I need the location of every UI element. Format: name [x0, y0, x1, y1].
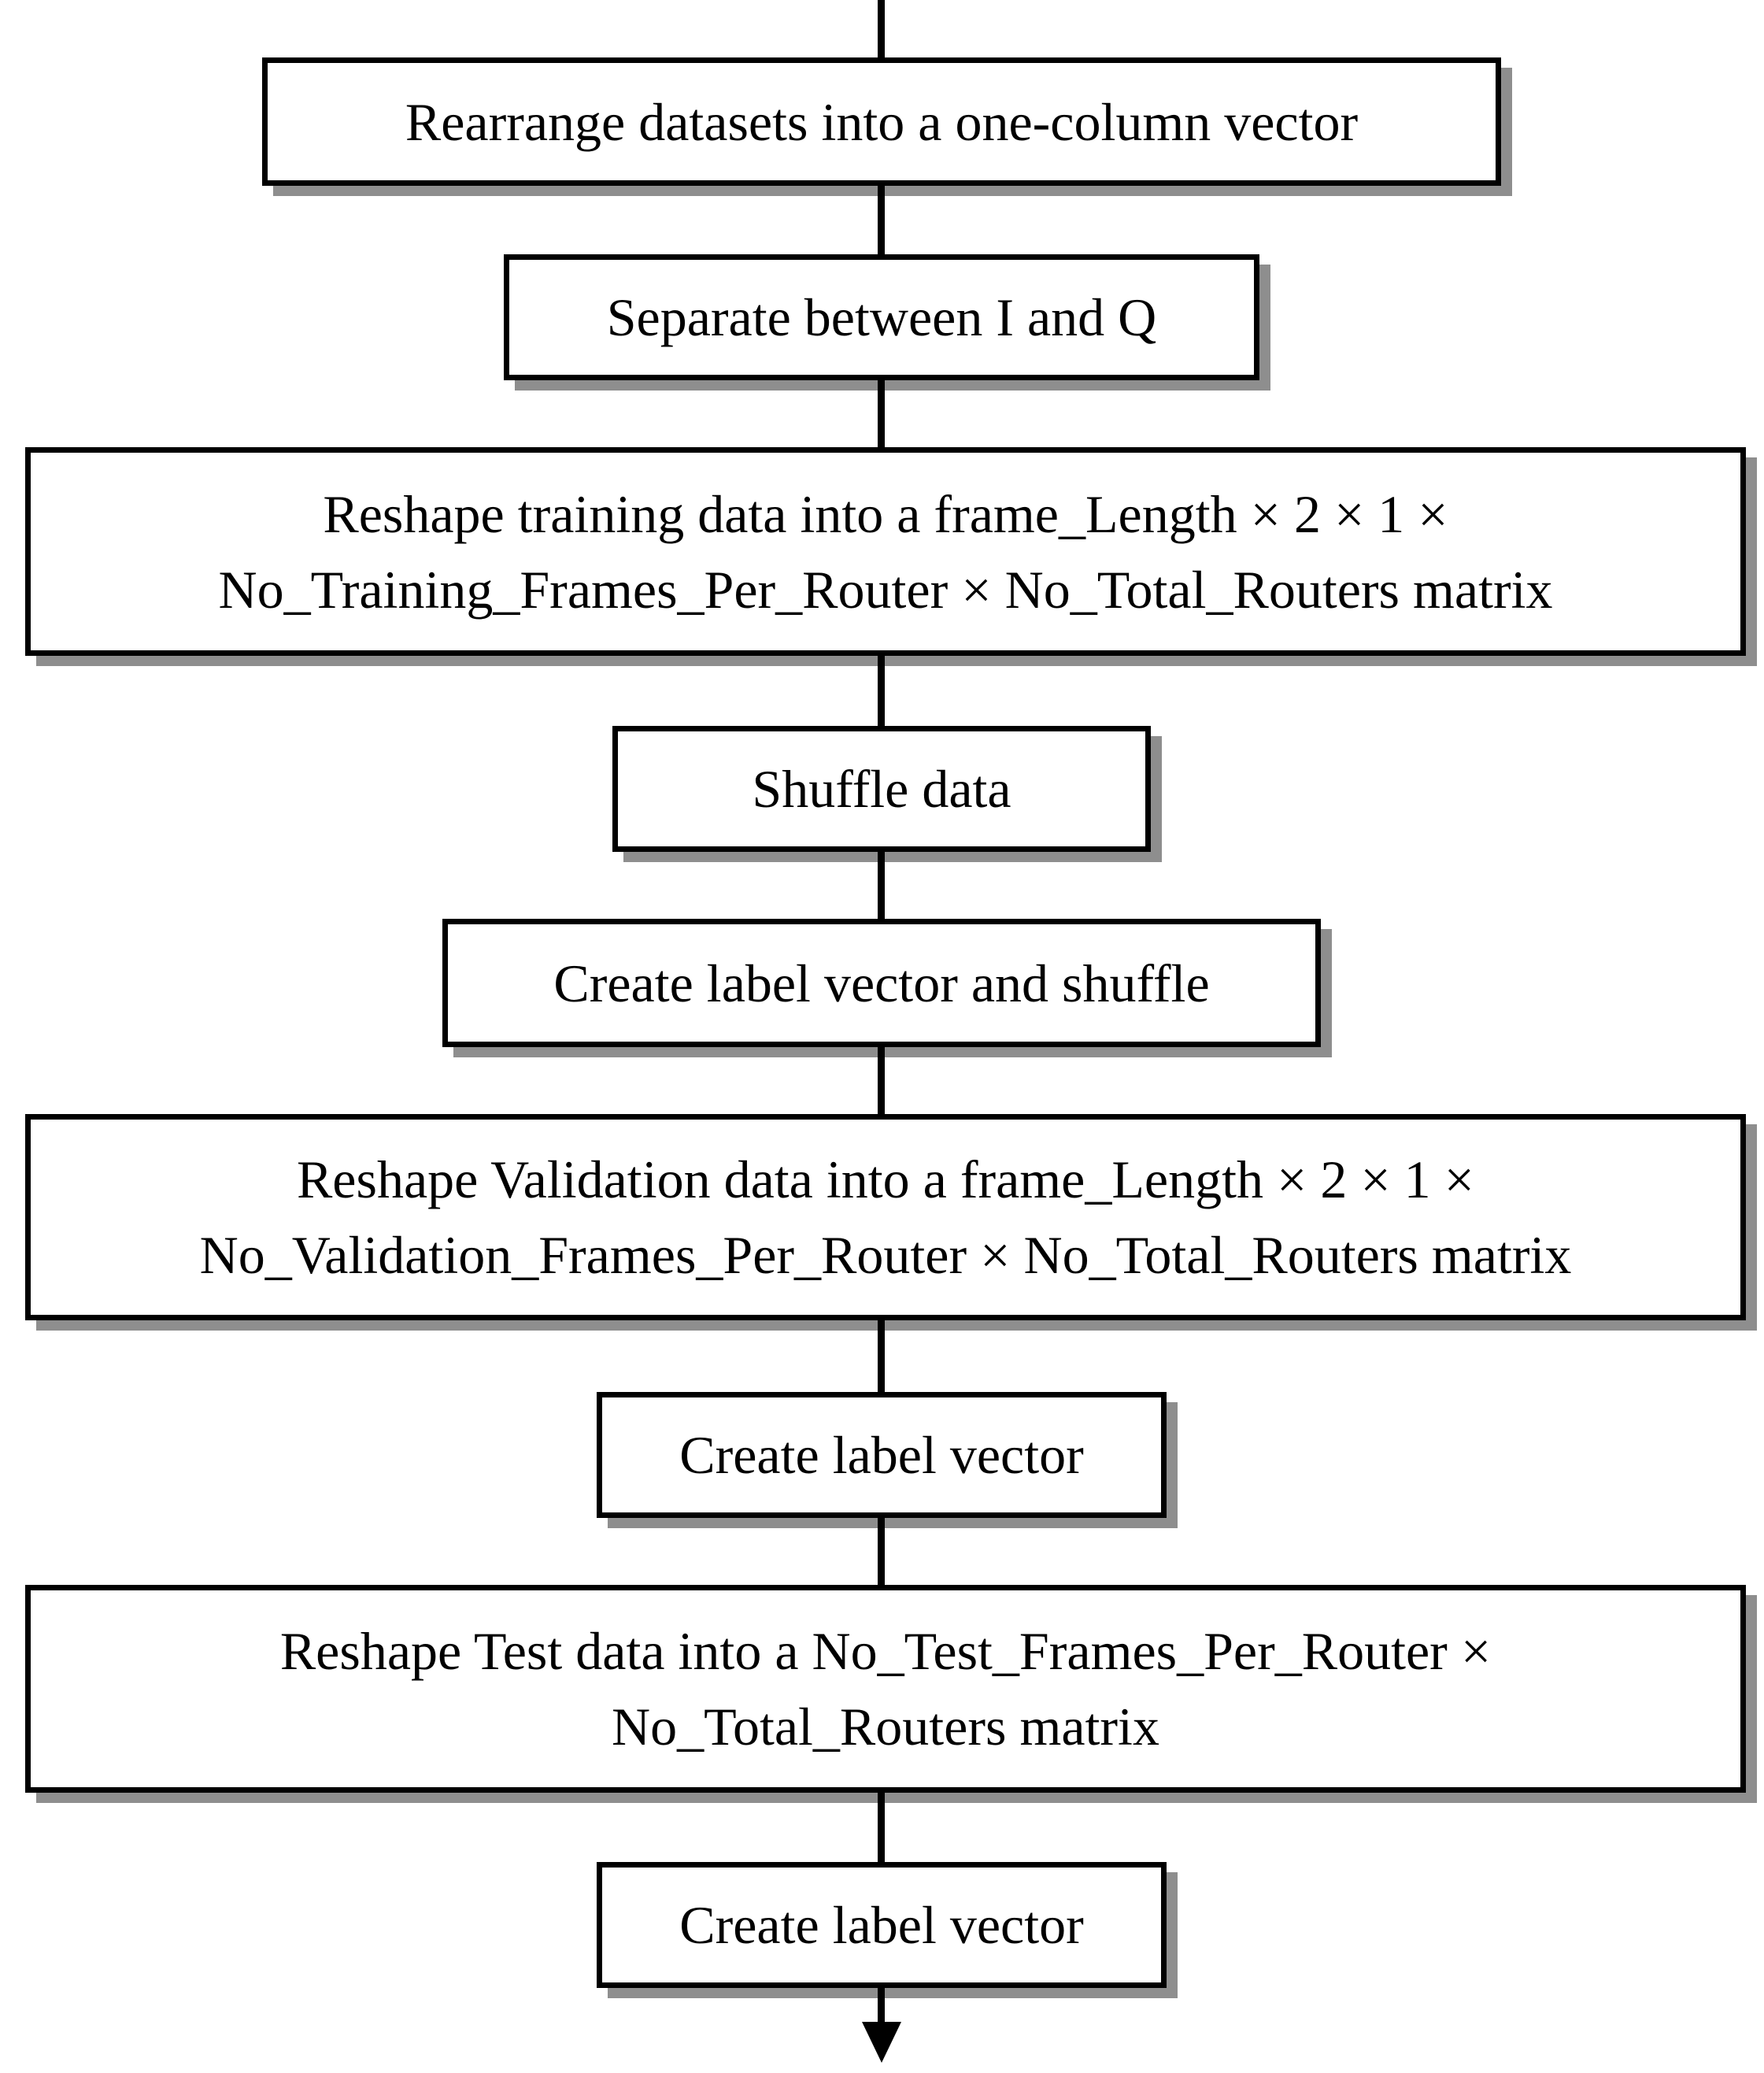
flow-node-reshape-test: Reshape Test data into a No_Test_Frames_… [25, 1585, 1746, 1793]
flow-node-create-label-vector-and-shuffle: Create label vector and shuffle [442, 919, 1321, 1047]
node-label-line-1: Reshape Test data into a No_Test_Frames_… [279, 1621, 1492, 1681]
node-label: Shuffle data [752, 759, 1011, 819]
node-label: Create label vector and shuffle [553, 953, 1210, 1013]
node-label-line-2: No_Training_Frames_Per_Router × No_Total… [218, 559, 1553, 620]
node-label-line-2: No_Validation_Frames_Per_Router × No_Tot… [199, 1225, 1572, 1285]
connector-entry [878, 0, 885, 60]
flow-node-create-label-vector-test: Create label vector [597, 1862, 1167, 1988]
connector-8 [878, 1793, 885, 1862]
node-label: Separate between I and Q [606, 287, 1157, 347]
flow-node-rearrange-datasets: Rearrange datasets into a one-column vec… [262, 57, 1501, 186]
arrowhead-down-icon [862, 2022, 901, 2063]
flow-node-separate-i-q: Separate between I and Q [504, 254, 1259, 380]
flow-node-reshape-validation: Reshape Validation data into a frame_Len… [25, 1114, 1746, 1320]
node-label: Create label vector [679, 1425, 1084, 1485]
connector-7 [878, 1518, 885, 1586]
node-label-line-1: Reshape Validation data into a frame_Len… [296, 1149, 1475, 1209]
connector-6 [878, 1320, 885, 1393]
connector-exit [878, 1988, 885, 2029]
node-label: Rearrange datasets into a one-column vec… [405, 91, 1359, 152]
node-label-line-1: Reshape training data into a frame_Lengt… [323, 483, 1448, 544]
flow-node-shuffle-data: Shuffle data [612, 726, 1151, 852]
flow-node-create-label-vector-validation: Create label vector [597, 1392, 1167, 1518]
connector-4 [878, 852, 885, 920]
connector-2 [878, 380, 885, 448]
connector-5 [878, 1047, 885, 1115]
flow-node-reshape-training: Reshape training data into a frame_Lengt… [25, 447, 1746, 656]
connector-1 [878, 186, 885, 255]
connector-3 [878, 656, 885, 727]
node-label: Create label vector [679, 1895, 1084, 1955]
node-label-line-2: No_Total_Routers matrix [612, 1697, 1159, 1756]
